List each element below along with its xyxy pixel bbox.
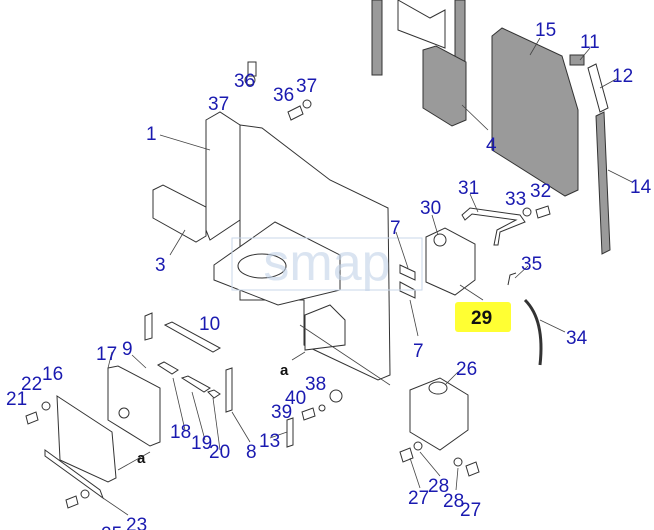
label-37: 37 [208,94,229,115]
label-33: 33 [505,189,526,210]
pad-11 [569,54,585,66]
ref-mark-a: a [137,450,146,467]
label-7: 7 [413,341,424,362]
pad-parts-top [371,0,611,255]
label-22: 22 [21,374,42,395]
label-9: 9 [122,339,133,360]
part-labels: 36 36 37 37 1 3 15 11 12 4 14 31 33 32 3… [6,20,652,530]
label-23: 23 [126,515,147,530]
label-12: 12 [612,66,633,87]
cover-17 [107,365,161,447]
label-27: 27 [408,488,429,509]
label-29-highlighted: 29 [471,308,492,329]
label-3: 3 [155,255,166,276]
pad-3 [152,184,207,243]
label-11: 11 [580,32,600,53]
pad-15 [491,27,579,197]
label-4: 4 [486,135,497,156]
label-36: 36 [234,71,255,92]
label-35: 35 [521,254,542,275]
label-40: 40 [285,388,306,409]
washer-38 [329,389,343,403]
label-15: 15 [535,20,556,41]
strip-14 [595,111,611,255]
label-10: 10 [199,314,220,335]
plate-16 [56,395,117,483]
watermark-logo: smap [231,234,423,292]
strip-10 [163,321,222,353]
label-20: 20 [209,442,230,463]
label-8: 8 [246,442,257,463]
tank-26 [399,377,480,477]
label-38: 38 [305,374,326,395]
label-37: 37 [296,76,317,97]
strip-13 [286,417,294,448]
label-16: 16 [42,364,63,385]
strip-9 [144,312,153,341]
label-7: 7 [390,218,401,239]
cover-parts-left [25,312,343,509]
pad-4 [422,45,467,127]
label-30: 30 [420,198,441,219]
strip-8 [225,367,233,413]
strip-12 [587,63,609,113]
label-28: 28 [443,491,464,512]
label-26: 26 [456,359,477,380]
label-14: 14 [630,177,652,198]
label-34: 34 [566,328,588,349]
leader-lines [99,37,633,516]
tank-29 [425,205,551,366]
label-27: 27 [460,500,481,521]
label-13: 13 [259,431,280,452]
label-21: 21 [6,389,27,410]
label-39: 39 [271,402,292,423]
bracket-plate-1 [152,61,391,381]
label-28: 28 [428,476,449,497]
label-36: 36 [273,85,294,106]
label-18: 18 [170,422,191,443]
label-19: 19 [191,433,212,454]
watermark-text: smap [263,234,390,292]
ref-mark-a: a [280,362,289,379]
highlight-29 [455,302,511,332]
label-17: 17 [96,344,117,365]
label-25: 25 [101,524,122,530]
label-1: 1 [146,124,157,145]
label-32: 32 [530,181,551,202]
label-31: 31 [458,178,479,199]
